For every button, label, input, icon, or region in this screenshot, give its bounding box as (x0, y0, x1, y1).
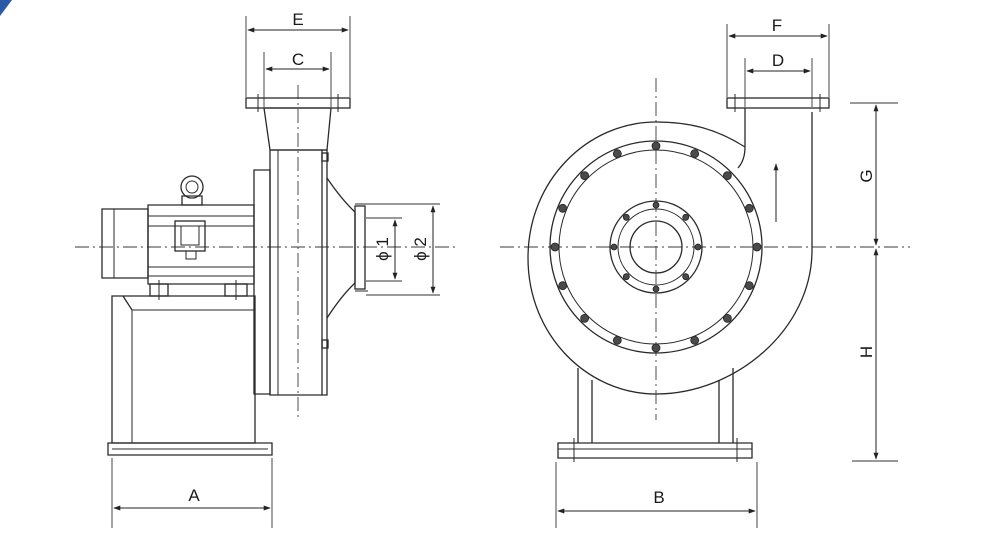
dim-label-B: B (653, 488, 664, 507)
inner-bolt-hole (682, 213, 690, 221)
dim-F (726, 24, 830, 97)
dim-D (744, 58, 813, 107)
motor (101, 175, 255, 300)
side-base-stand (107, 295, 273, 456)
scroll-casing (527, 112, 813, 395)
outer-bolt-hole (752, 242, 762, 252)
outer-bolt-hole (744, 203, 754, 213)
dim-G (850, 102, 898, 246)
front-view: F D G H B (500, 16, 910, 528)
corner-accent-mark (0, 0, 12, 16)
dim-A (111, 458, 273, 528)
dim-phi2 (366, 203, 440, 296)
front-outlet-duct (726, 94, 830, 169)
dim-label-H: H (857, 346, 876, 358)
dim-label-C: C (292, 50, 304, 69)
dim-H (852, 248, 898, 462)
outer-bolt-hole (550, 242, 560, 252)
outer-bolt-hole (612, 335, 622, 345)
outer-bolt-hole (744, 281, 754, 291)
side-fan-casing (269, 149, 329, 396)
outer-bolt-circle (550, 141, 762, 353)
outer-bolt-hole (612, 149, 622, 159)
dim-E (245, 16, 351, 97)
inner-bolt-circle (610, 201, 702, 293)
dim-label-A: A (188, 486, 200, 505)
inner-bolt-hole (610, 243, 618, 251)
side-inlet (326, 177, 368, 319)
dim-label-E: E (292, 10, 303, 29)
side-outlet-duct (245, 94, 351, 151)
outer-bolt-hole (580, 171, 589, 181)
dim-label-F: F (772, 16, 782, 35)
dim-label-G: G (857, 169, 876, 182)
dim-label-phi2: ϕ 2 (411, 237, 430, 261)
outer-bolt-hole (651, 343, 661, 353)
outer-bolt-hole (558, 203, 568, 213)
dim-C (263, 52, 332, 107)
outer-bolt-hole (723, 171, 732, 181)
outer-bolt-hole (723, 313, 732, 323)
dim-B (555, 462, 758, 528)
outer-bolt-hole (690, 149, 700, 159)
inner-bolt-hole (652, 285, 660, 293)
inner-bolt-hole (622, 213, 630, 221)
outer-bolt-hole (690, 335, 700, 345)
inner-bolt-hole (652, 201, 660, 209)
dim-phi1 (366, 217, 402, 282)
inner-bolt-hole (622, 273, 630, 281)
front-pedestal (557, 368, 753, 462)
inner-bolt-hole (682, 273, 690, 281)
bearing-housing (253, 169, 271, 395)
inner-bolt-hole (694, 243, 702, 251)
side-view: E C ϕ 1 ϕ 2 A (75, 10, 455, 528)
dim-label-phi1: ϕ 1 (373, 237, 392, 261)
outer-bolt-hole (580, 313, 589, 323)
dim-label-D: D (772, 51, 784, 70)
outer-bolt-hole (558, 281, 568, 291)
outer-bolt-hole (651, 141, 661, 151)
